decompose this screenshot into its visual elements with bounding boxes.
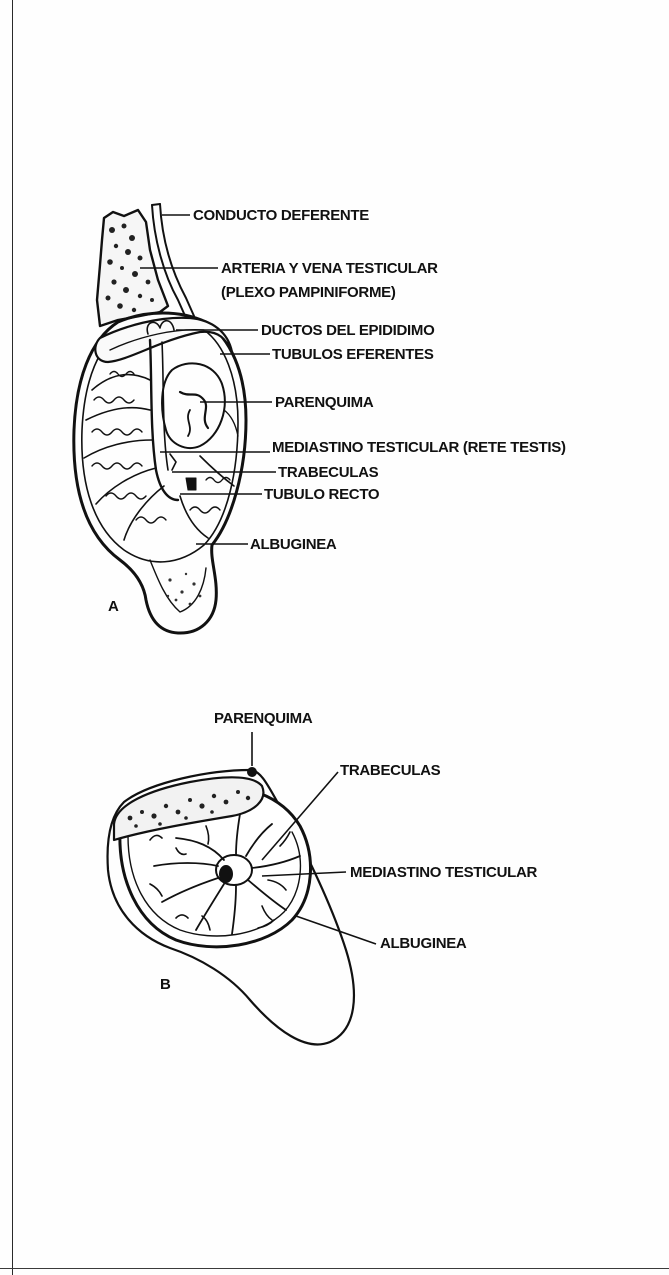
label-mediastino-rete: MEDIASTINO TESTICULAR (RETE TESTIS): [272, 439, 566, 456]
label-albuginea-a: ALBUGINEA: [250, 536, 337, 553]
figure-a-letter: A: [108, 598, 119, 615]
figure-b-letter: B: [160, 976, 171, 993]
label-plexo-pampiniforme: (PLEXO PAMPINIFORME): [221, 284, 396, 301]
label-trabeculas-b: TRABECULAS: [340, 762, 441, 779]
label-trabeculas-a: TRABECULAS: [278, 464, 379, 481]
label-tubulo-recto: TUBULO RECTO: [264, 486, 380, 503]
testis-outline-a: [74, 313, 246, 633]
parenchyma-lobule-a: [162, 363, 225, 448]
label-arteria-vena: ARTERIA Y VENA TESTICULAR: [221, 260, 438, 277]
label-conducto-deferente: CONDUCTO DEFERENTE: [193, 207, 369, 224]
label-parenquima-a: PARENQUIMA: [275, 394, 374, 411]
label-ductos-epididimo: DUCTOS DEL EPIDIDIMO: [261, 322, 435, 339]
label-mediastino-b: MEDIASTINO TESTICULAR: [350, 864, 537, 881]
label-tubulos-eferentes: TUBULOS EFERENTES: [272, 346, 434, 363]
label-albuginea-b: ALBUGINEA: [380, 935, 467, 952]
figure-b-drawing: [108, 767, 354, 1044]
label-parenquima-b: PARENQUIMA: [214, 710, 313, 727]
